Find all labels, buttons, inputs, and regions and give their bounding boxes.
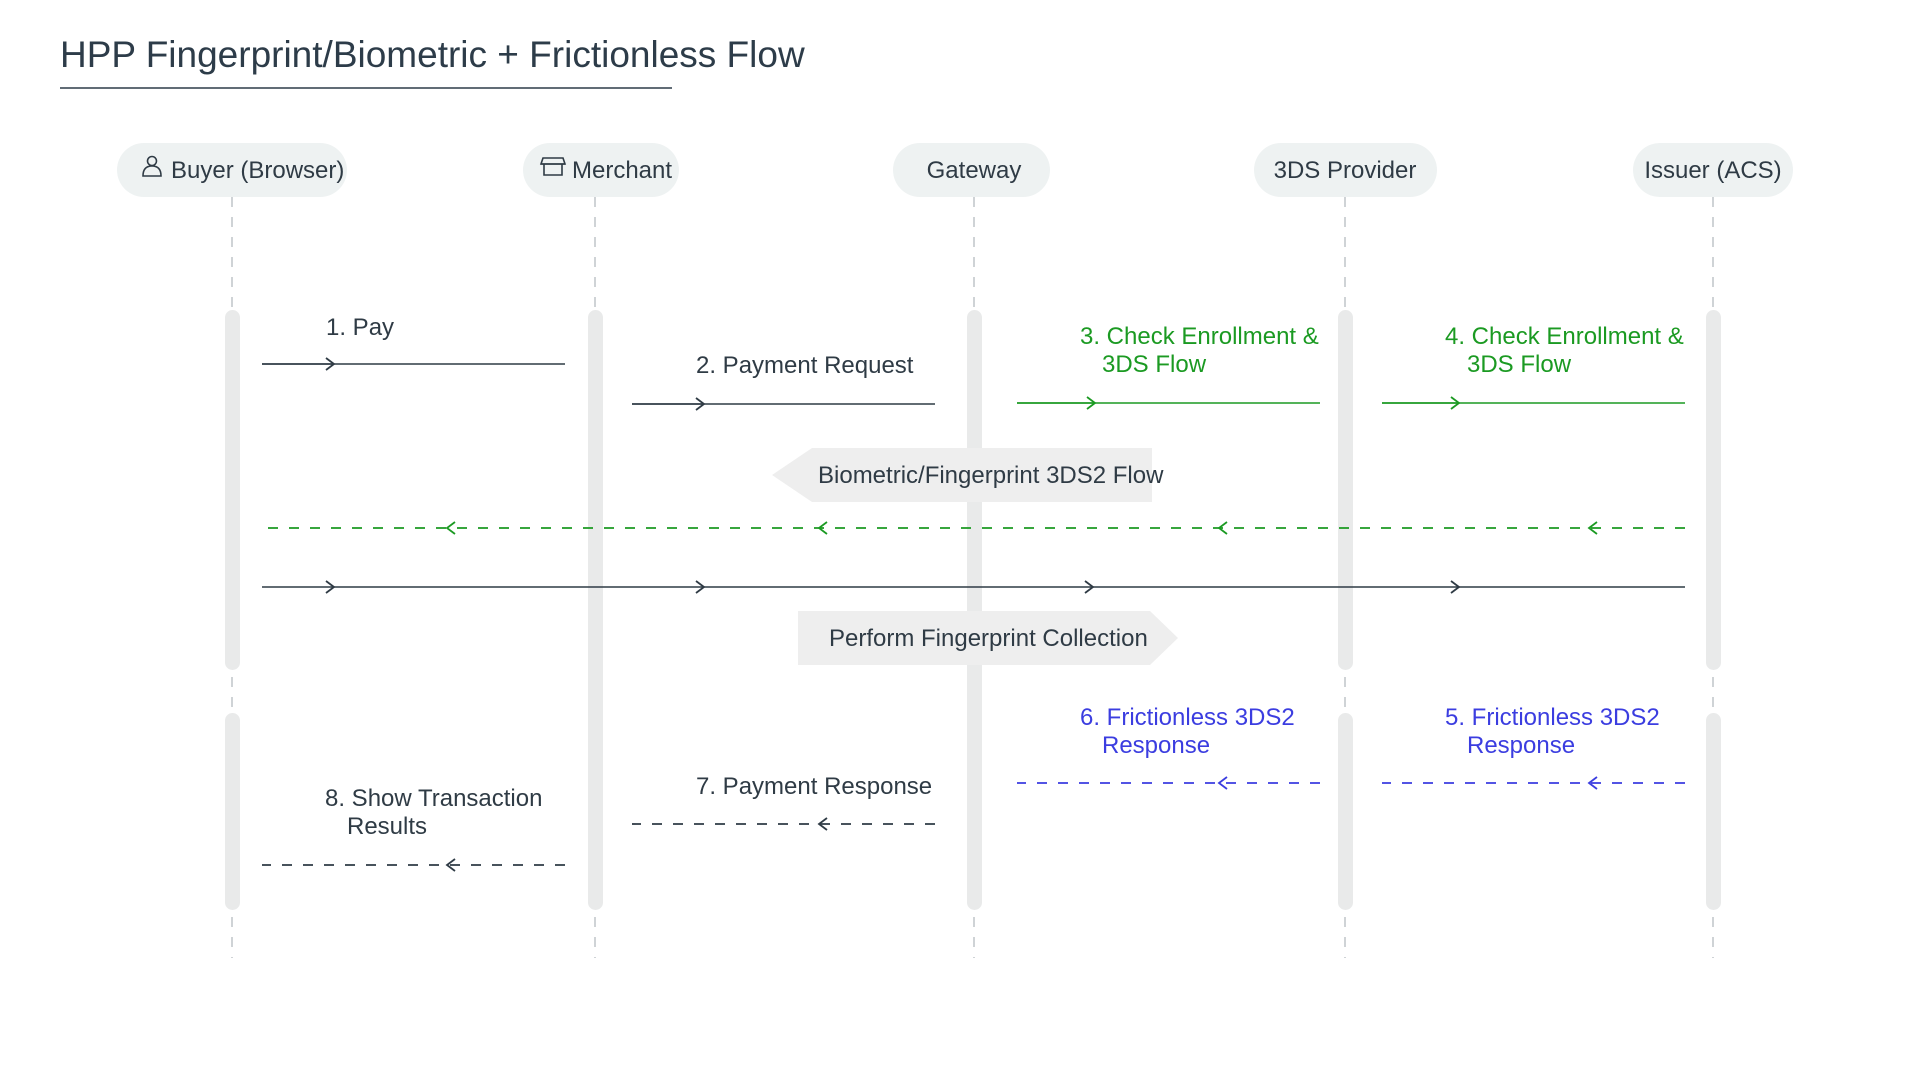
store-icon (539, 157, 567, 176)
actor-label-merchant: Merchant (572, 157, 672, 184)
actor-gateway: Gateway (893, 143, 1050, 197)
actor-provider: 3DS Provider (1254, 143, 1437, 197)
actor-merchant: Merchant (523, 143, 679, 197)
message-1-pay: 1. Pay (262, 314, 565, 371)
message-5-label-line2: Response (1467, 732, 1575, 759)
actor-label-provider: 3DS Provider (1274, 157, 1417, 184)
message-4-label-line2: 3DS Flow (1467, 351, 1572, 378)
message-2-label: 2. Payment Request (696, 352, 914, 379)
message-3-label-line2: 3DS Flow (1102, 351, 1207, 378)
message-4-label-line1: 4. Check Enrollment & (1445, 323, 1684, 350)
message-5-label-line1: 5. Frictionless 3DS2 (1445, 704, 1660, 731)
activation-bars (225, 310, 1721, 910)
activation-bar-buyer-2 (225, 713, 240, 910)
activation-bar-issuer-2 (1706, 713, 1721, 910)
message-1-label: 1. Pay (326, 314, 394, 341)
banner-fingerprint: Perform Fingerprint Collection (798, 611, 1178, 665)
activation-bar-merchant (588, 310, 603, 910)
message-3-label-line1: 3. Check Enrollment & (1080, 323, 1319, 350)
activation-bar-provider-2 (1338, 713, 1353, 910)
actor-issuer: Issuer (ACS) (1633, 143, 1793, 197)
message-5-frictionless-response: 5. Frictionless 3DS2 Response (1382, 704, 1685, 790)
banner-biometric: Biometric/Fingerprint 3DS2 Flow (772, 448, 1164, 502)
diagram-title: HPP Fingerprint/Biometric + Frictionless… (60, 34, 805, 75)
activation-bar-buyer-1 (225, 310, 240, 670)
actor-pill (523, 143, 679, 197)
actor-label-buyer: Buyer (Browser) (171, 157, 344, 184)
message-7-payment-response: 7. Payment Response (632, 773, 935, 831)
actor-pill (1254, 143, 1437, 197)
activation-bar-gateway (967, 310, 982, 910)
actor-pill (117, 143, 347, 197)
banner-fingerprint-label: Perform Fingerprint Collection (829, 625, 1148, 652)
message-8-show-results: 8. Show Transaction Results (262, 785, 565, 872)
banner-biometric-label: Biometric/Fingerprint 3DS2 Flow (818, 462, 1164, 489)
message-2-payment-request: 2. Payment Request (632, 352, 935, 411)
message-8-label-line2: Results (347, 813, 427, 840)
message-4-check-enrollment: 4. Check Enrollment & 3DS Flow (1382, 323, 1685, 410)
actor-pill (1633, 143, 1793, 197)
message-7-label: 7. Payment Response (696, 773, 932, 800)
message-6-label-line1: 6. Frictionless 3DS2 (1080, 704, 1295, 731)
message-6-label-line2: Response (1102, 732, 1210, 759)
actor-pill (893, 143, 1050, 197)
activation-bar-issuer-1 (1706, 310, 1721, 670)
banner-fingerprint-shape (798, 611, 1178, 665)
activation-bar-provider-1 (1338, 310, 1353, 670)
message-8-label-line1: 8. Show Transaction (325, 785, 542, 812)
banner-biometric-shape (772, 448, 1152, 502)
message-3-check-enrollment: 3. Check Enrollment & 3DS Flow (1017, 323, 1320, 410)
actor-label-gateway: Gateway (927, 157, 1022, 184)
message-6-frictionless-response: 6. Frictionless 3DS2 Response (1017, 704, 1320, 790)
user-icon (142, 155, 162, 177)
actor-label-issuer: Issuer (ACS) (1644, 157, 1781, 184)
actor-buyer: Buyer (Browser) (117, 143, 347, 197)
